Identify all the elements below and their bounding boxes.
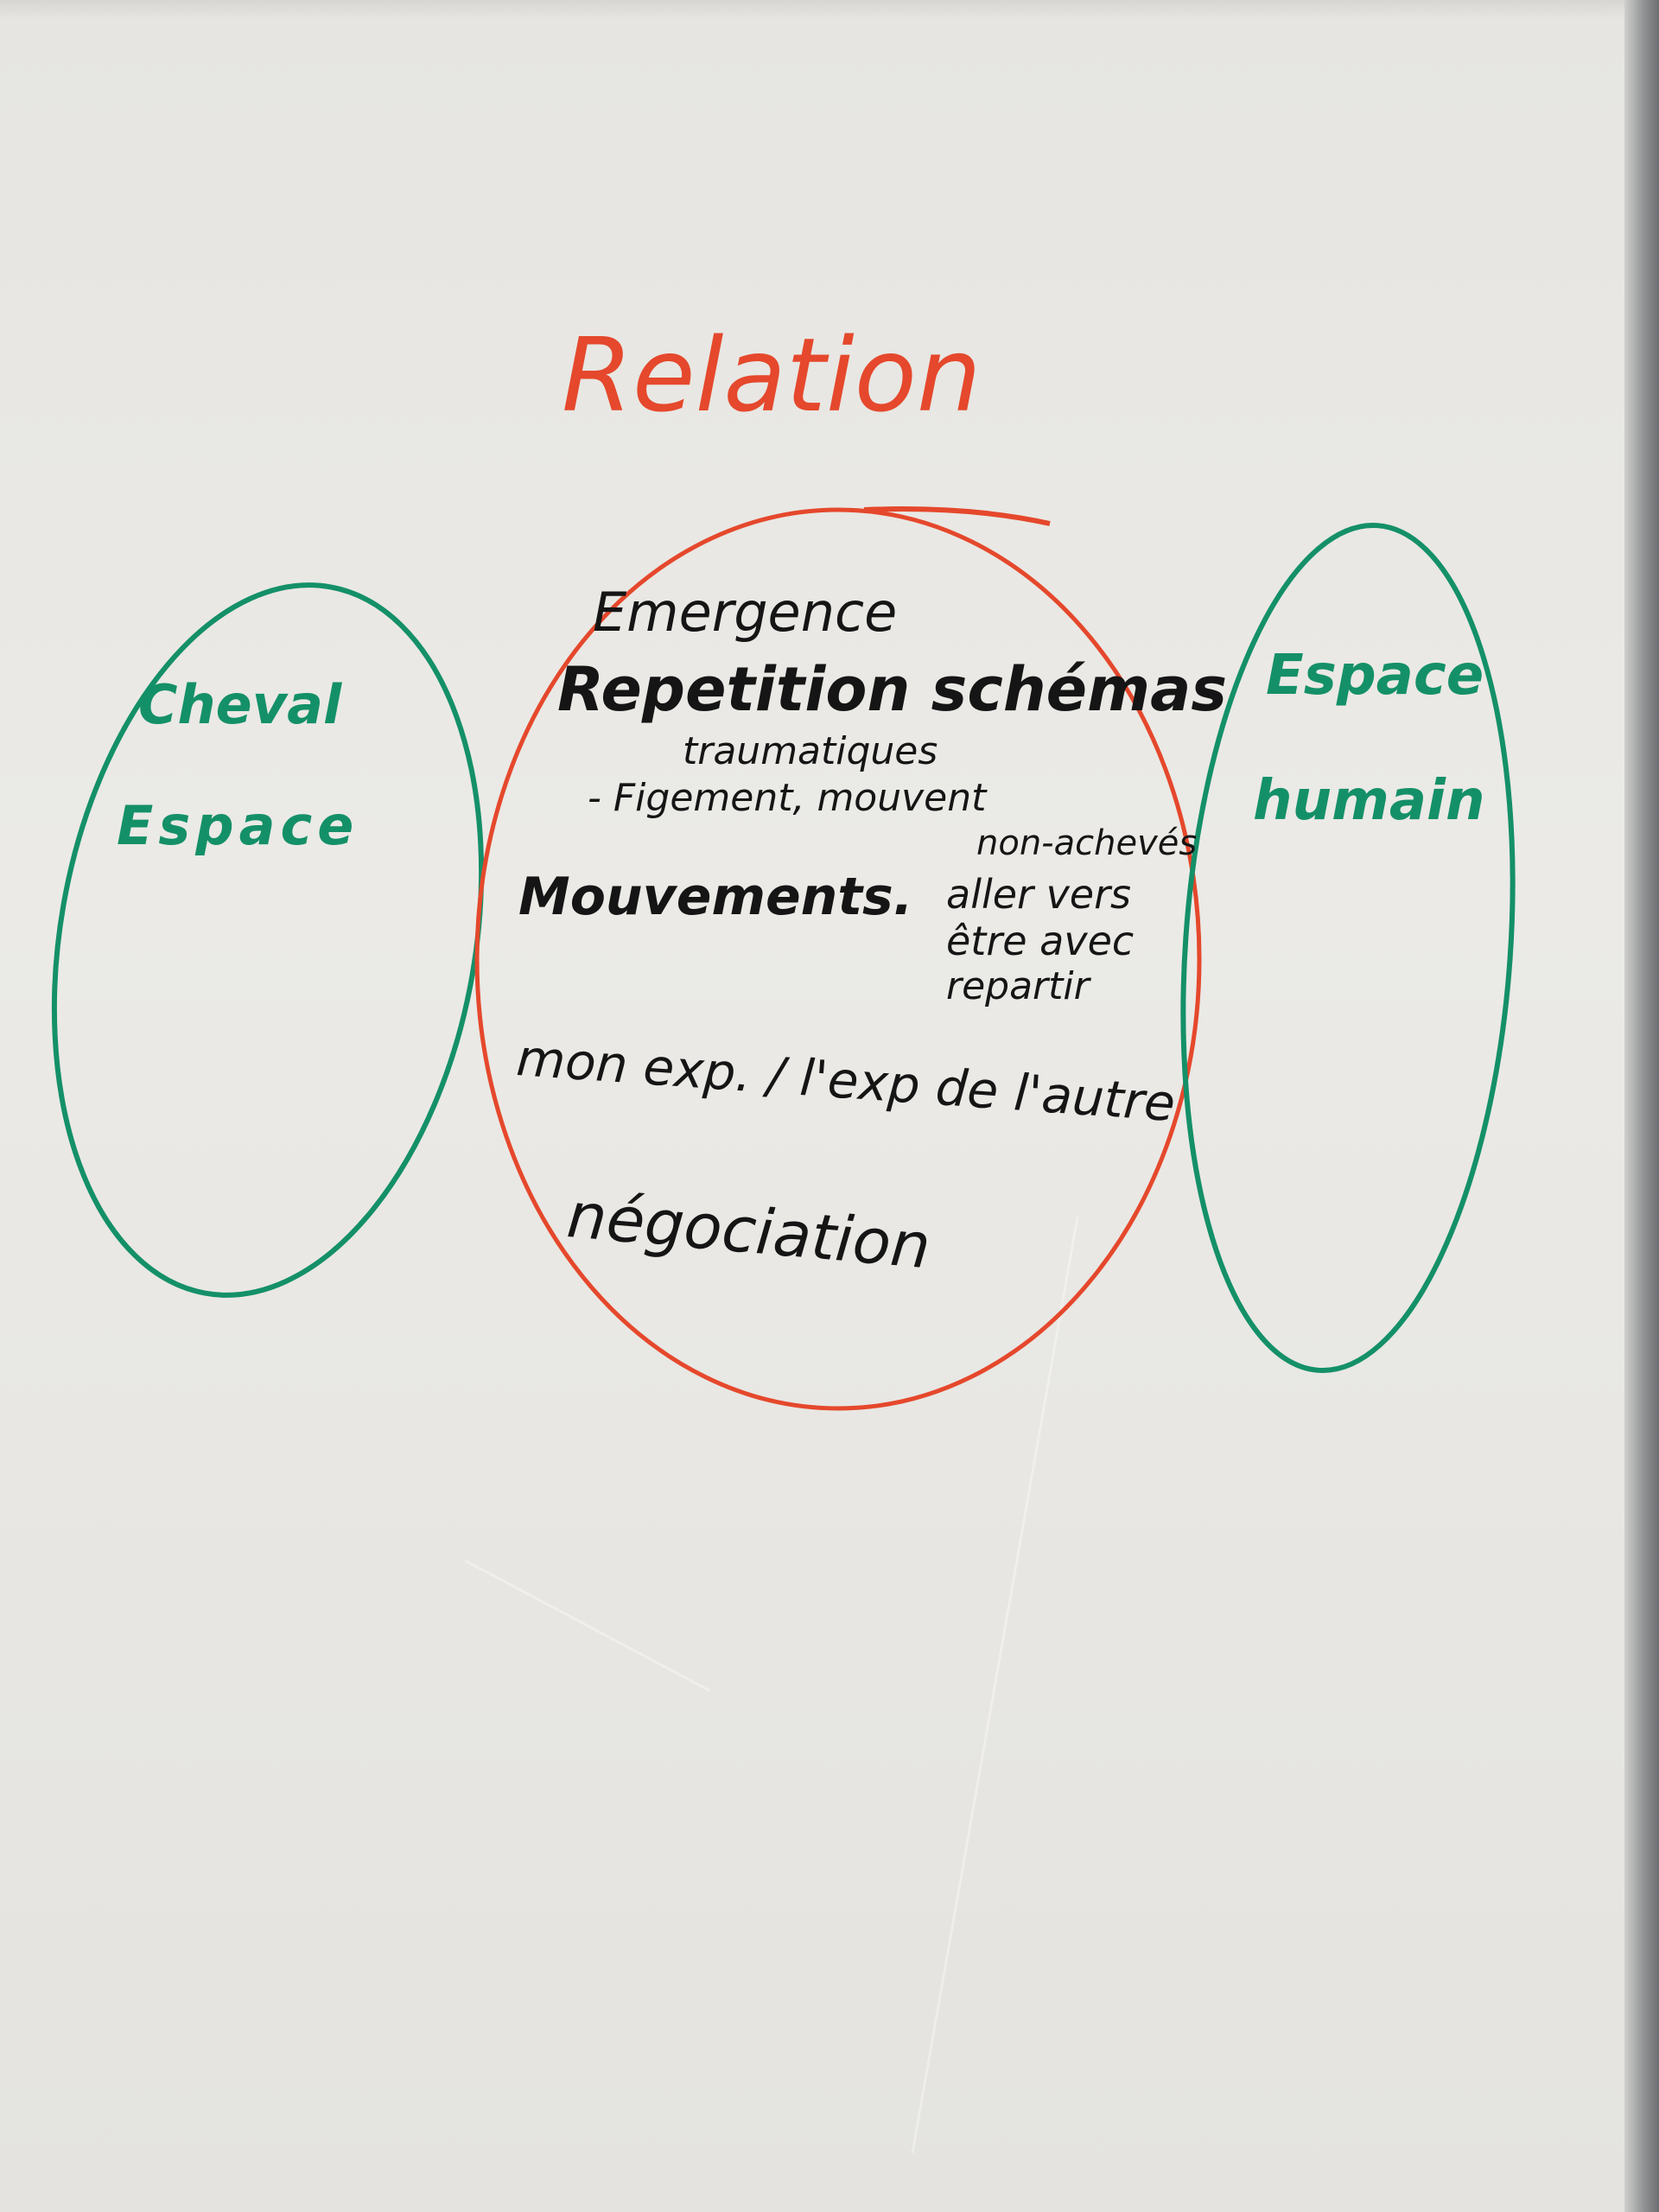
title-relation: Relation — [562, 315, 982, 435]
text-etre-avec: être avec — [946, 918, 1135, 964]
text-aller-vers: aller vers — [946, 871, 1131, 918]
red-overstroke — [863, 506, 1051, 526]
text-repartir: repartir — [946, 964, 1090, 1008]
center-red-circle — [474, 507, 1202, 1411]
right-label-humain: humain — [1253, 769, 1485, 833]
text-mouvements: Mouvements. — [518, 867, 913, 927]
paper-top-edge — [0, 0, 1659, 19]
left-label-cheval: Cheval — [138, 673, 342, 736]
left-label-espace: Espace — [117, 794, 359, 857]
text-traumatiques: traumatiques — [683, 729, 938, 773]
flipchart-stand-edge — [1624, 0, 1659, 2212]
text-figement: - Figement, mouvent — [588, 776, 987, 820]
text-repetition: Repetition schémas — [557, 654, 1227, 725]
left-green-ellipse — [51, 582, 485, 1298]
text-non-acheves: non-achevés — [976, 823, 1198, 863]
text-emergence: Emergence — [593, 581, 898, 644]
right-label-espace: Espace — [1266, 644, 1484, 708]
right-green-ellipse — [1180, 523, 1516, 1373]
